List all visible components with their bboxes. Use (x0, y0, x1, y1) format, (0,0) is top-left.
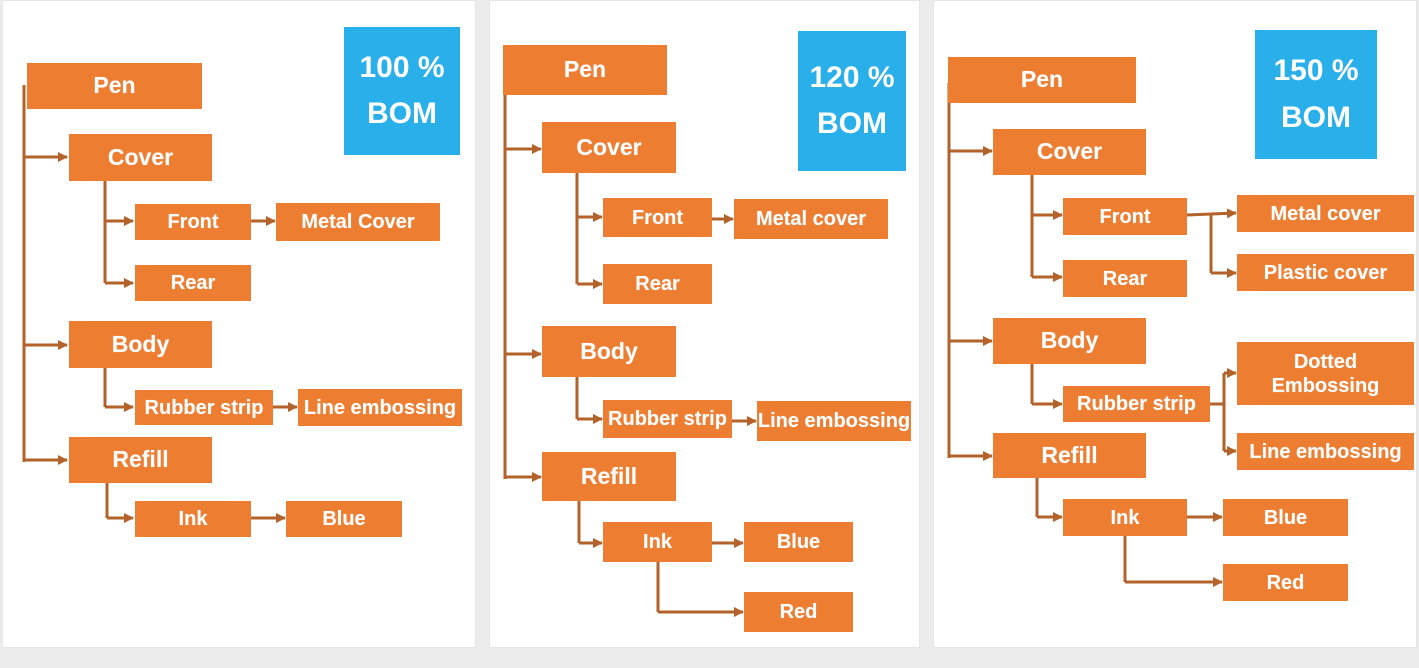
node-front: Front (603, 198, 712, 237)
node-body: Body (69, 321, 212, 368)
node-pen: Pen (27, 63, 202, 109)
node-metal-cover: Metal Cover (276, 203, 440, 241)
node-cover: Cover (993, 129, 1146, 175)
node-rubber-strip: Rubber strip (135, 390, 273, 425)
bom-label: BOM (817, 107, 887, 140)
bom-percent: 150 % (1273, 54, 1359, 87)
bom-badge: 150 % BOM (1255, 30, 1377, 159)
node-plastic-cover: Plastic cover (1237, 254, 1414, 291)
bom-percent: 100 % (359, 50, 445, 84)
bom-panel-100: 100 % BOM Pen Cover Front Metal Cover (2, 0, 476, 648)
bom-panel-150: 150 % BOM (933, 0, 1417, 648)
node-blue: Blue (744, 522, 853, 562)
node-blue: Blue (1223, 499, 1348, 536)
node-rear: Rear (1063, 260, 1187, 297)
node-ink: Ink (603, 522, 712, 562)
bom-panel-120: 120 % BOM Pen Cover Front (489, 0, 920, 648)
node-pen: Pen (503, 45, 667, 95)
node-line-embossing: Line embossing (757, 401, 911, 441)
node-front: Front (1063, 198, 1187, 235)
node-red: Red (1223, 564, 1348, 601)
bom-label: BOM (1281, 100, 1351, 134)
node-rubber-strip: Rubber strip (603, 400, 732, 438)
node-refill: Refill (542, 452, 676, 501)
node-metal-cover: Metal cover (734, 199, 888, 239)
bom-label: BOM (367, 97, 437, 130)
node-refill: Refill (69, 437, 212, 483)
node-body: Body (993, 318, 1146, 364)
node-body: Body (542, 326, 676, 377)
node-cover: Cover (542, 122, 676, 173)
node-rear: Rear (603, 264, 712, 304)
bom-badge: 100 % BOM (344, 27, 460, 155)
node-line-embossing: Line embossing (298, 389, 462, 426)
node-front: Front (135, 204, 251, 240)
node-blue: Blue (286, 501, 402, 537)
node-ink: Ink (1063, 499, 1187, 536)
node-rubber-strip: Rubber strip (1063, 386, 1210, 422)
node-rear: Rear (135, 265, 251, 301)
bom-percent: 120 % (809, 60, 895, 94)
node-refill: Refill (993, 433, 1146, 478)
node-cover: Cover (69, 134, 212, 181)
node-line-embossing: Line embossing (1237, 433, 1414, 470)
node-dotted-embossing: Dotted Embossing (1237, 342, 1414, 405)
node-metal-cover: Metal cover (1237, 195, 1414, 232)
node-pen: Pen (948, 57, 1136, 103)
node-red: Red (744, 592, 853, 632)
bom-badge: 120 % BOM (798, 31, 906, 171)
node-ink: Ink (135, 501, 251, 537)
